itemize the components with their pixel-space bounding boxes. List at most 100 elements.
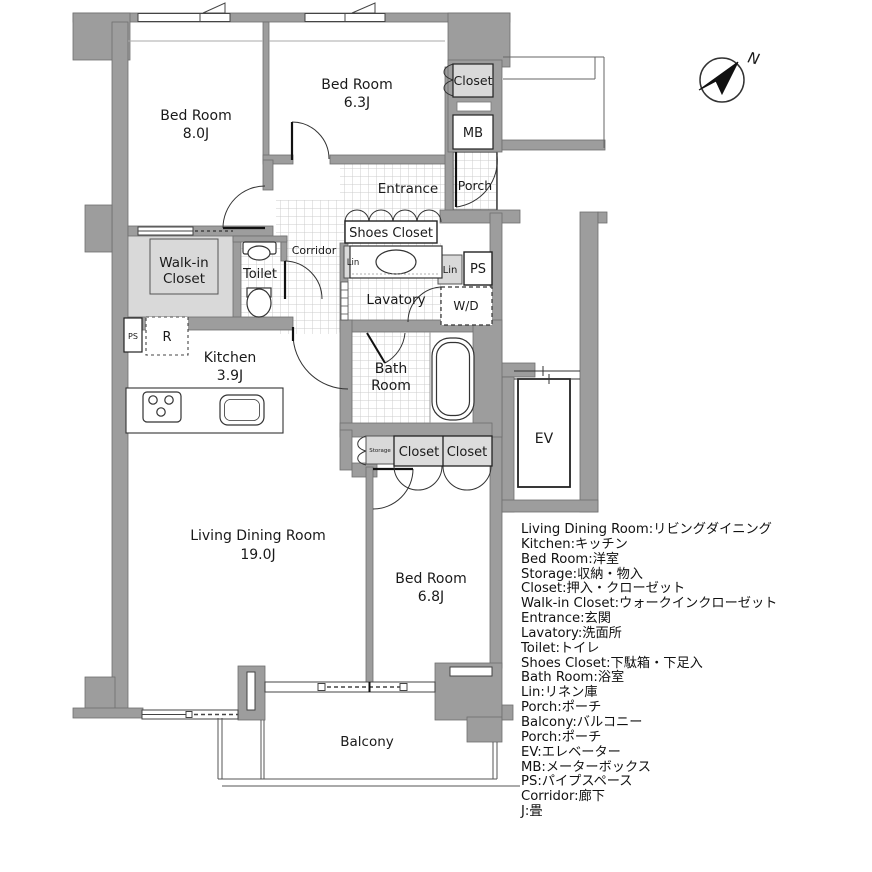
wall bbox=[232, 235, 242, 323]
shoes-closet-box bbox=[344, 220, 438, 244]
closet-top-box bbox=[452, 63, 494, 98]
window-handle bbox=[317, 683, 326, 691]
folding-door-storage bbox=[357, 435, 367, 466]
shoes-closet-label: Shoes Closet bbox=[349, 226, 433, 241]
wall bbox=[466, 716, 503, 743]
corridor-floor bbox=[276, 200, 345, 334]
burner-icon bbox=[164, 395, 174, 405]
legend: Living Dining Room:リビングダイニング Kitchen:キッチ… bbox=[521, 522, 861, 820]
room-labels: Bed Room 8.0J Bed Room 6.3J Bed Room 6.8… bbox=[128, 73, 554, 750]
slit-window bbox=[246, 671, 256, 711]
wall bbox=[127, 225, 274, 237]
ldk-size: 19.0J bbox=[240, 547, 275, 563]
ldk-name: Living Dining Room bbox=[190, 528, 326, 544]
fixtures bbox=[125, 241, 475, 434]
wall bbox=[111, 21, 129, 713]
door-arc-toilet bbox=[284, 260, 323, 300]
compass: N bbox=[698, 48, 761, 103]
walkin-label-2: Closet bbox=[163, 271, 205, 287]
bath-label-1: Bath bbox=[375, 361, 408, 377]
wall bbox=[501, 499, 599, 513]
wall bbox=[262, 159, 274, 191]
window bbox=[137, 13, 231, 22]
door-arc-lavatory bbox=[407, 286, 444, 323]
entrance-floor bbox=[340, 164, 453, 222]
wall bbox=[262, 21, 270, 163]
storage-box bbox=[365, 435, 395, 465]
closet-door-arcs bbox=[393, 465, 492, 491]
wall bbox=[232, 235, 288, 243]
wall bbox=[339, 422, 493, 438]
elevator bbox=[514, 366, 580, 488]
legend-item: Toilet:トイレ bbox=[521, 640, 600, 656]
wall bbox=[365, 466, 374, 688]
north-label: N bbox=[746, 48, 761, 68]
lavatory-label: Lavatory bbox=[366, 292, 425, 308]
washer-dryer-box bbox=[440, 286, 493, 326]
wall bbox=[447, 12, 511, 68]
burner-icon bbox=[148, 395, 158, 405]
slit-window bbox=[449, 666, 493, 677]
legend-item: Living Dining Room:リビングダイニング bbox=[521, 522, 772, 537]
fridge-label: R bbox=[162, 330, 171, 345]
north-arrow-icon bbox=[698, 61, 739, 96]
legend-item: Lavatory:洗面所 bbox=[521, 625, 622, 641]
common-corridor-outline bbox=[503, 56, 605, 148]
bathtub-inner bbox=[435, 341, 471, 417]
bed2-size: 6.3J bbox=[344, 95, 370, 111]
wall bbox=[439, 209, 521, 224]
entrance-label: Entrance bbox=[378, 181, 439, 197]
legend-item: Bath Room:浴室 bbox=[521, 670, 625, 686]
corridor-label: Corridor bbox=[292, 244, 337, 257]
service-boxes bbox=[123, 63, 494, 467]
wall bbox=[339, 319, 353, 431]
window-flag-icon bbox=[202, 2, 226, 14]
walkin-label-1: Walk-in bbox=[159, 255, 209, 271]
ps-left-label: PS bbox=[128, 332, 138, 341]
lin-right-label: Lin bbox=[443, 265, 458, 276]
legend-item: Entrance:玄関 bbox=[521, 611, 611, 627]
windows bbox=[137, 2, 493, 720]
ps-right-label: PS bbox=[470, 262, 486, 277]
kitchen-sink-inner bbox=[224, 399, 260, 421]
vanity-sink bbox=[375, 249, 417, 275]
door-arc-entry bbox=[455, 154, 498, 208]
bed3-size: 6.8J bbox=[418, 589, 444, 605]
window-handle bbox=[399, 683, 408, 691]
storage-areas bbox=[128, 236, 233, 320]
legend-item: Shoes Closet:下駄箱・下足入 bbox=[521, 655, 703, 671]
wall bbox=[72, 707, 144, 719]
pocket-door bbox=[340, 281, 349, 321]
legend-item: MB:メーターボックス bbox=[521, 759, 651, 775]
window-flag-icon bbox=[351, 2, 376, 14]
bed1-name: Bed Room bbox=[160, 108, 231, 124]
mb-label: MB bbox=[463, 126, 483, 141]
bathroom-floor bbox=[352, 332, 430, 423]
ps-right-box bbox=[463, 251, 493, 286]
bath-label-2: Room bbox=[371, 378, 411, 394]
wall bbox=[329, 154, 454, 165]
door-arc-bed3 bbox=[372, 468, 414, 510]
legend-item: Closet:押入・クローゼット bbox=[521, 581, 686, 597]
legend-item: Porch:ポーチ bbox=[521, 729, 602, 745]
doors bbox=[222, 63, 498, 510]
window-handle bbox=[185, 711, 193, 718]
porch-label: Porch bbox=[458, 178, 492, 193]
storage-label: Storage bbox=[369, 448, 391, 454]
legend-item: J:畳 bbox=[521, 804, 543, 820]
bed2-name: Bed Room bbox=[321, 77, 392, 93]
legend-item: Kitchen:キッチン bbox=[521, 536, 628, 552]
door-arc-bed2 bbox=[291, 121, 330, 160]
compass-circle-icon bbox=[699, 57, 745, 103]
wall bbox=[472, 319, 503, 438]
door-leaf-bath bbox=[366, 332, 386, 364]
lin-left-label: Lin bbox=[347, 258, 359, 268]
balcony-label: Balcony bbox=[340, 734, 394, 750]
legend-item: PS:パイプスペース bbox=[521, 774, 633, 790]
kitchen-size: 3.9J bbox=[217, 368, 243, 384]
folding-door-closet-top bbox=[443, 63, 454, 97]
fridge-box bbox=[145, 316, 189, 356]
balcony-outline bbox=[217, 718, 520, 787]
